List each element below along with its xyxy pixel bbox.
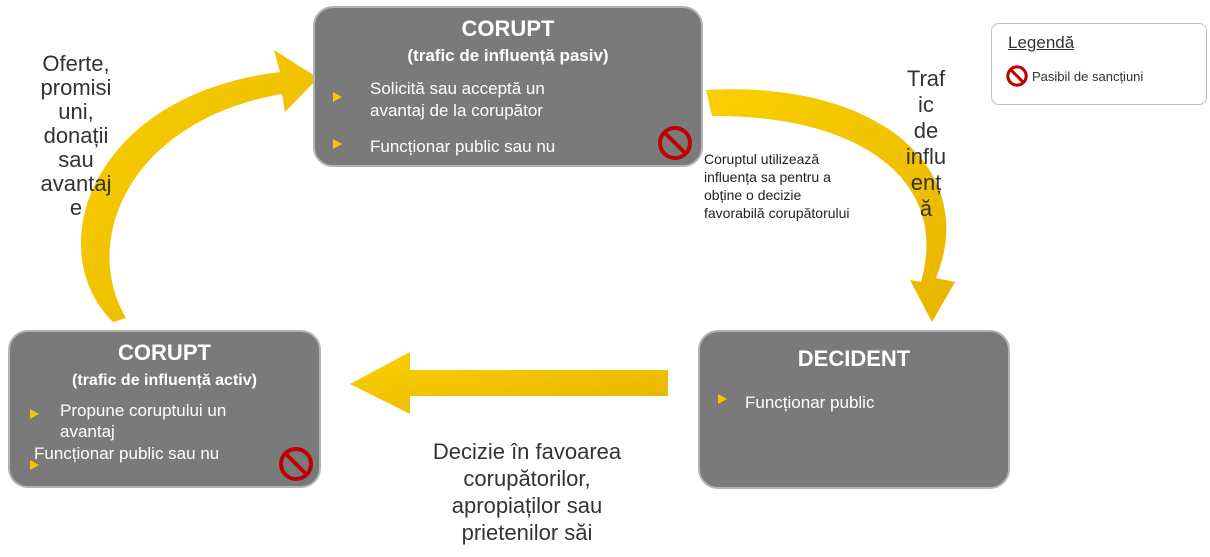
label-line: promisi [40, 75, 112, 100]
right-arc-note: Coruptul utilizează influența sa pentru … [704, 150, 889, 222]
label-line: obține o decizie [704, 187, 802, 203]
box-title: CORUPT [461, 16, 555, 41]
label-line: Decizie în favoarea [432, 439, 622, 464]
straight-arrow [350, 352, 668, 414]
bullet-text: avantaj [60, 422, 115, 441]
corupt-active-box: CORUPT (trafic de influență activ) Propu… [8, 330, 321, 488]
label-line: apropiaților sau [451, 493, 603, 518]
bullet-icon [718, 394, 727, 404]
box-subtitle: (trafic de influență pasiv) [407, 46, 609, 65]
bullet-icon [30, 409, 39, 419]
bullet-text: Funcționar public sau nu [370, 137, 556, 156]
bullet-icon [333, 139, 342, 149]
right-curved-arrow [706, 89, 955, 323]
label-line: ă [919, 196, 933, 221]
left-curved-arrow [80, 50, 319, 322]
legend-title: Legendă [1008, 33, 1075, 52]
ban-icon [1006, 65, 1028, 87]
bullet-text: Funcționar public [745, 393, 875, 412]
box-subtitle: (trafic de influență activ) [72, 372, 257, 389]
bullet-text: Funcționar public sau nu [34, 444, 220, 463]
label-line: corupătorilor, [463, 466, 591, 491]
bullet-text: Propune coruptului un [60, 401, 227, 420]
right-arc-label: Traf ic de influ enț ă [895, 66, 957, 222]
label-line: ic [918, 92, 934, 117]
label-line: enț [910, 170, 942, 195]
box-title: DECIDENT [797, 346, 911, 371]
bullet-icon [333, 92, 342, 102]
ban-icon [658, 126, 692, 160]
label-line: influ [905, 144, 947, 169]
label-line: de [913, 118, 939, 143]
label-line: Traf [906, 66, 946, 91]
label-line: donații [43, 123, 109, 148]
label-line: prietenilor săi [461, 520, 593, 545]
label-line: uni, [58, 99, 94, 124]
bullet-text: avantaj de la corupător [370, 101, 543, 120]
decident-box: DECIDENT Funcționar public [698, 330, 1010, 489]
label-line: Coruptul utilizează [704, 151, 820, 167]
label-line: influența sa pentru a [704, 169, 831, 185]
label-line: sau [58, 147, 94, 172]
bullet-text: Solicită sau acceptă un [370, 79, 545, 98]
label-line: e [69, 195, 83, 220]
left-arc-label: Oferte, promisi uni, donații sau avantaj… [22, 52, 130, 220]
ban-icon [279, 447, 313, 481]
legend: Legendă Pasibil de sancțiuni [991, 23, 1207, 105]
bullet-icon [30, 460, 39, 470]
bottom-arrow-label: Decizie în favoarea corupătorilor, aprop… [392, 438, 662, 546]
corupt-passive-box: CORUPT (trafic de influență pasiv) Solic… [313, 6, 703, 167]
label-line: favorabilă corupătorului [704, 205, 850, 221]
box-title: CORUPT [118, 340, 211, 365]
legend-item-label: Pasibil de sancțiuni [1032, 69, 1144, 84]
label-line: Oferte, [42, 51, 110, 76]
label-line: avantaj [40, 171, 112, 196]
